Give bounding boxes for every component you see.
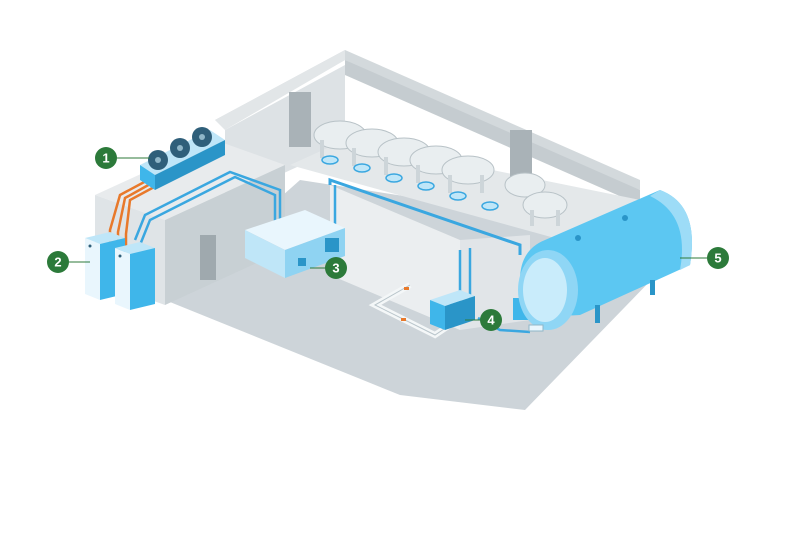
ice-bank-cooler [245,210,345,278]
callout-1-number: 1 [102,151,109,166]
machine-room-side [165,165,285,305]
barn-door [289,92,311,147]
machine-room-door [200,235,216,280]
back-wall-top [215,50,345,130]
callout-2[interactable]: 2 [47,251,69,273]
milking-clusters [321,155,499,211]
cow-herd [313,120,568,226]
barn-floor [290,140,640,245]
condenser-fans-unit [140,127,225,190]
cow [504,172,568,226]
cow [441,155,495,193]
machine-room-top [95,140,285,220]
callout-2-number: 2 [54,255,61,270]
callout-3-number: 3 [332,261,339,276]
milk-pipe-marker [404,287,409,290]
milk-storage-tank [518,190,692,332]
milk-room-partition [330,185,460,330]
compressor-units [85,232,155,310]
callout-5-number: 5 [714,251,721,266]
milking-pipeline [328,177,522,255]
callout-5[interactable]: 5 [707,247,729,269]
callout-1[interactable]: 1 [95,147,117,169]
callout-leaders [69,157,707,321]
callout-4[interactable]: 4 [480,309,502,331]
milk-room-right-wall [460,235,530,330]
back-wall-face [345,60,640,205]
milk-pipe-marker [401,318,406,321]
callout-4-number: 4 [487,313,495,328]
callout-3[interactable]: 3 [325,257,347,279]
